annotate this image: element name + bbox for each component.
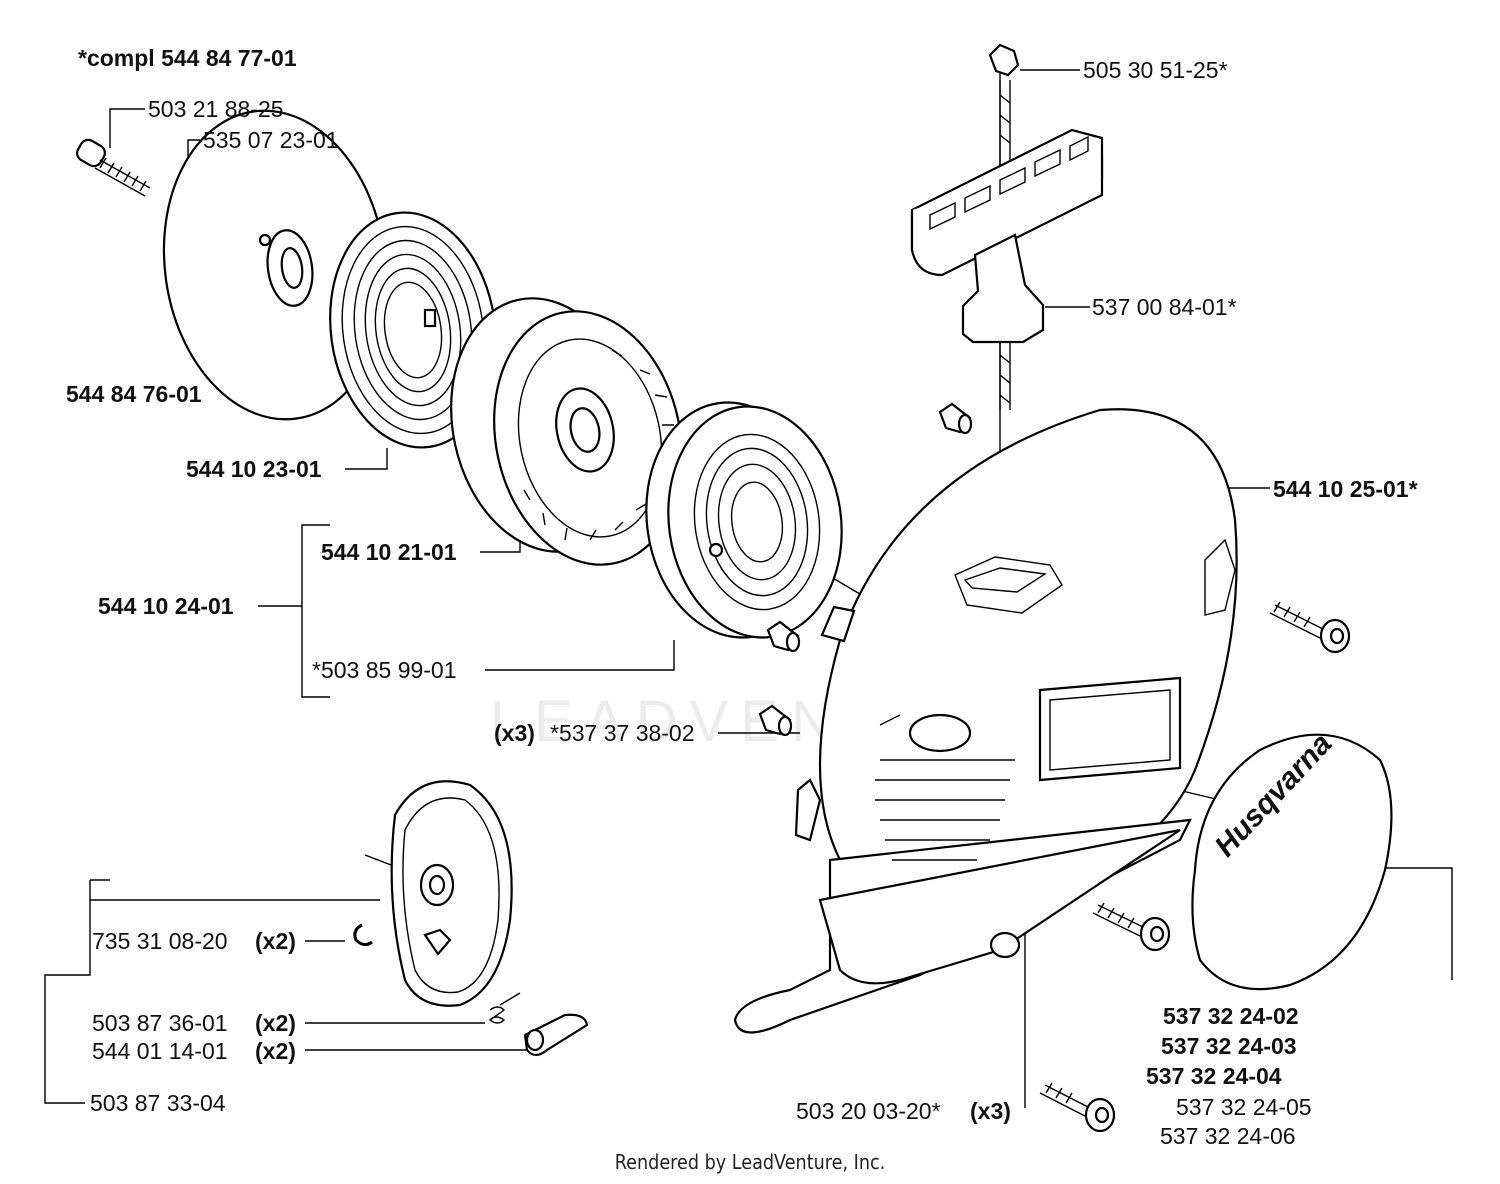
label-503-85-99-01: *503 85 99-01: [312, 657, 457, 683]
label-537-32-24-06: 537 32 24-06: [1160, 1123, 1296, 1149]
label-qty-x2-pawl: (x2): [255, 1038, 296, 1064]
label-544-10-23-01: 544 10 23-01: [186, 456, 322, 482]
starter-handle-537-00-84-01: [910, 128, 1104, 344]
label-544-01-14-01: 544 01 14-01: [92, 1038, 228, 1064]
label-544-10-24-01: 544 10 24-01: [98, 593, 234, 619]
label-503-20-03-20: 503 20 03-20*: [796, 1098, 941, 1124]
label-535-07-23-01: 535 07 23-01: [203, 127, 339, 153]
label-537-32-24-02: 537 32 24-02: [1163, 1003, 1299, 1029]
screw-housing-right: [1269, 601, 1351, 654]
label-qty-x2-circlip: (x2): [255, 928, 296, 954]
label-qty-x3-bushing: (x3): [494, 720, 535, 746]
label-537-32-24-05: 537 32 24-05: [1176, 1094, 1312, 1120]
screw-503-20-03-20: [1039, 1082, 1116, 1133]
label-544-10-21-01: 544 10 21-01: [321, 539, 457, 565]
label-503-87-33-04: 503 87 33-04: [90, 1090, 226, 1116]
starter-housing-544-10-25-01: [733, 408, 1238, 1034]
label-qty-x3-screw: (x3): [970, 1098, 1011, 1124]
label-544-84-76-01: 544 84 76-01: [66, 381, 202, 407]
label-537-32-24-04: 537 32 24-04: [1146, 1063, 1282, 1089]
circlip-735-31-08-20: [353, 923, 373, 947]
pawl-plate-503-87-33-04: [390, 780, 513, 1007]
screw-housing-lower: [1092, 902, 1171, 952]
label-537-37-38-02: *537 37 38-02: [550, 720, 695, 746]
label-544-10-25-01: 544 10 25-01*: [1273, 476, 1418, 502]
assembly-title: *compl 544 84 77-01: [78, 45, 297, 71]
disc-544-84-76-01: [162, 109, 388, 421]
spring-cassette-503-85-99-01: [645, 401, 843, 639]
label-505-30-51-25: 505 30 51-25*: [1083, 57, 1228, 83]
spring-503-87-36-01: [488, 992, 521, 1024]
label-735-31-08-20: 735 31 08-20: [92, 928, 228, 954]
label-qty-x2-spring: (x2): [255, 1010, 296, 1036]
bushing-top: [938, 402, 973, 435]
label-503-87-36-01: 503 87 36-01: [92, 1010, 228, 1036]
pawl-544-01-14-01: [523, 1013, 589, 1057]
footer-credit: Rendered by LeadVenture, Inc.: [614, 1150, 886, 1174]
husqvarna-decal: [1191, 733, 1393, 991]
label-537-32-24-03: 537 32 24-03: [1161, 1033, 1297, 1059]
label-503-21-88-25: 503 21 88-25: [148, 96, 284, 122]
bushing-lower: [758, 704, 793, 737]
bushing-middle: [766, 620, 801, 653]
pulley-544-10-21-01: [450, 297, 683, 566]
screw-503-21-88-25: [76, 138, 151, 197]
label-537-00-84-01: 537 00 84-01*: [1092, 294, 1237, 320]
